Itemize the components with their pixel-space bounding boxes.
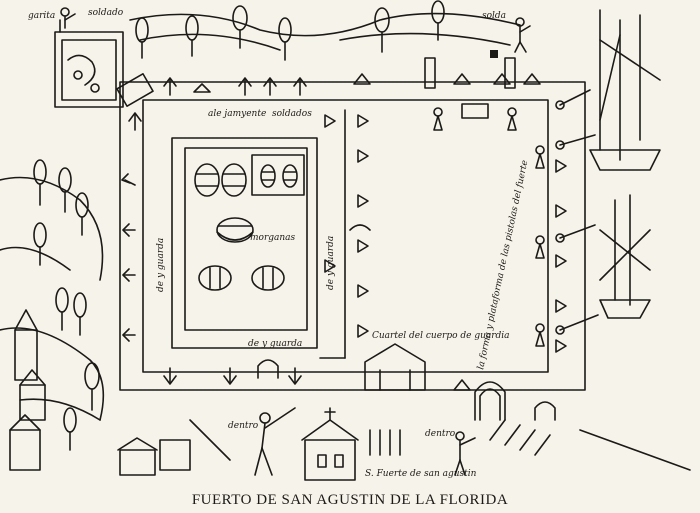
- barrel: [251, 265, 285, 291]
- tree: [374, 7, 390, 53]
- tree: [63, 407, 77, 451]
- label-ale-jamyente: ale jamyente: [208, 109, 266, 119]
- page-caption: FUERTO DE SAN AGUSTIN DE LA FLORIDA: [191, 492, 509, 508]
- tree: [33, 159, 47, 206]
- label-soldado-top: soldado: [88, 8, 124, 18]
- soldier: [535, 235, 545, 259]
- arrow: [238, 77, 252, 96]
- ships: [589, 9, 661, 319]
- label-garita: garita: [28, 11, 55, 21]
- barrel: [198, 265, 232, 291]
- label-s-fuerte: S. Fuerte de san agustin: [365, 469, 477, 479]
- cannon-arrows: [121, 77, 307, 385]
- soldier: [535, 323, 545, 347]
- arrow: [263, 77, 277, 96]
- hills-lines: [0, 12, 521, 421]
- garita-tower: [54, 19, 124, 108]
- tree: [33, 222, 47, 266]
- barrel: [260, 164, 276, 188]
- soldier: [454, 431, 476, 476]
- soldier: [60, 7, 76, 29]
- soldier: [514, 17, 531, 53]
- label-de-y-guarda-right: de y guarda: [326, 236, 336, 290]
- fort-outer-wall: [119, 81, 586, 391]
- tree: [58, 167, 72, 213]
- label-dentro: dentro: [228, 421, 259, 431]
- label-dentro-right: dentro: [425, 429, 456, 439]
- barrel: [221, 163, 247, 197]
- arches: [257, 224, 556, 421]
- arrow: [163, 367, 177, 385]
- arrow: [121, 173, 136, 186]
- tree: [84, 362, 100, 411]
- arrow: [223, 367, 237, 385]
- label-morganas: morganas: [250, 233, 296, 243]
- tree: [185, 15, 199, 57]
- tree: [135, 17, 149, 59]
- soldier: [433, 107, 443, 131]
- inner-courtyard: [171, 109, 346, 359]
- barrel: [282, 164, 298, 188]
- cannons: [555, 89, 599, 335]
- map-drawing: garita soldado solda ale jamyente soldad…: [0, 0, 691, 481]
- label-de-y-guarda-left: de y guarda: [156, 238, 166, 292]
- wall-posts: [116, 50, 516, 119]
- soldier: [535, 145, 545, 169]
- tree: [73, 292, 87, 336]
- arrow: [128, 112, 142, 131]
- labels: garita soldado solda ale jamyente soldad…: [28, 8, 530, 479]
- barrels: [194, 163, 298, 291]
- soldier: [507, 107, 517, 131]
- tree: [232, 5, 248, 49]
- barrel-wide: [216, 217, 254, 243]
- arrow: [122, 268, 136, 282]
- label-soldado-right: solda: [482, 11, 506, 21]
- arrow: [122, 223, 136, 237]
- palisade: [189, 419, 691, 471]
- tree: [278, 17, 292, 61]
- trees: [33, 0, 445, 451]
- soldier: [254, 407, 296, 476]
- soldiers: [60, 7, 545, 476]
- tree: [55, 287, 69, 331]
- arrow: [293, 77, 307, 96]
- arrow: [163, 77, 177, 96]
- tree: [431, 0, 445, 41]
- label-de-y-guarda-bottom: de y guarda: [248, 339, 302, 349]
- tree: [75, 192, 89, 236]
- label-soldados: soldados: [272, 109, 312, 119]
- wall-triangles: [193, 73, 567, 391]
- arrow: [122, 328, 136, 342]
- village: [9, 309, 426, 481]
- barrel: [194, 163, 220, 197]
- arrow: [288, 367, 302, 385]
- label-cuartel: Cuartel del cuerpo de guardia: [372, 331, 510, 341]
